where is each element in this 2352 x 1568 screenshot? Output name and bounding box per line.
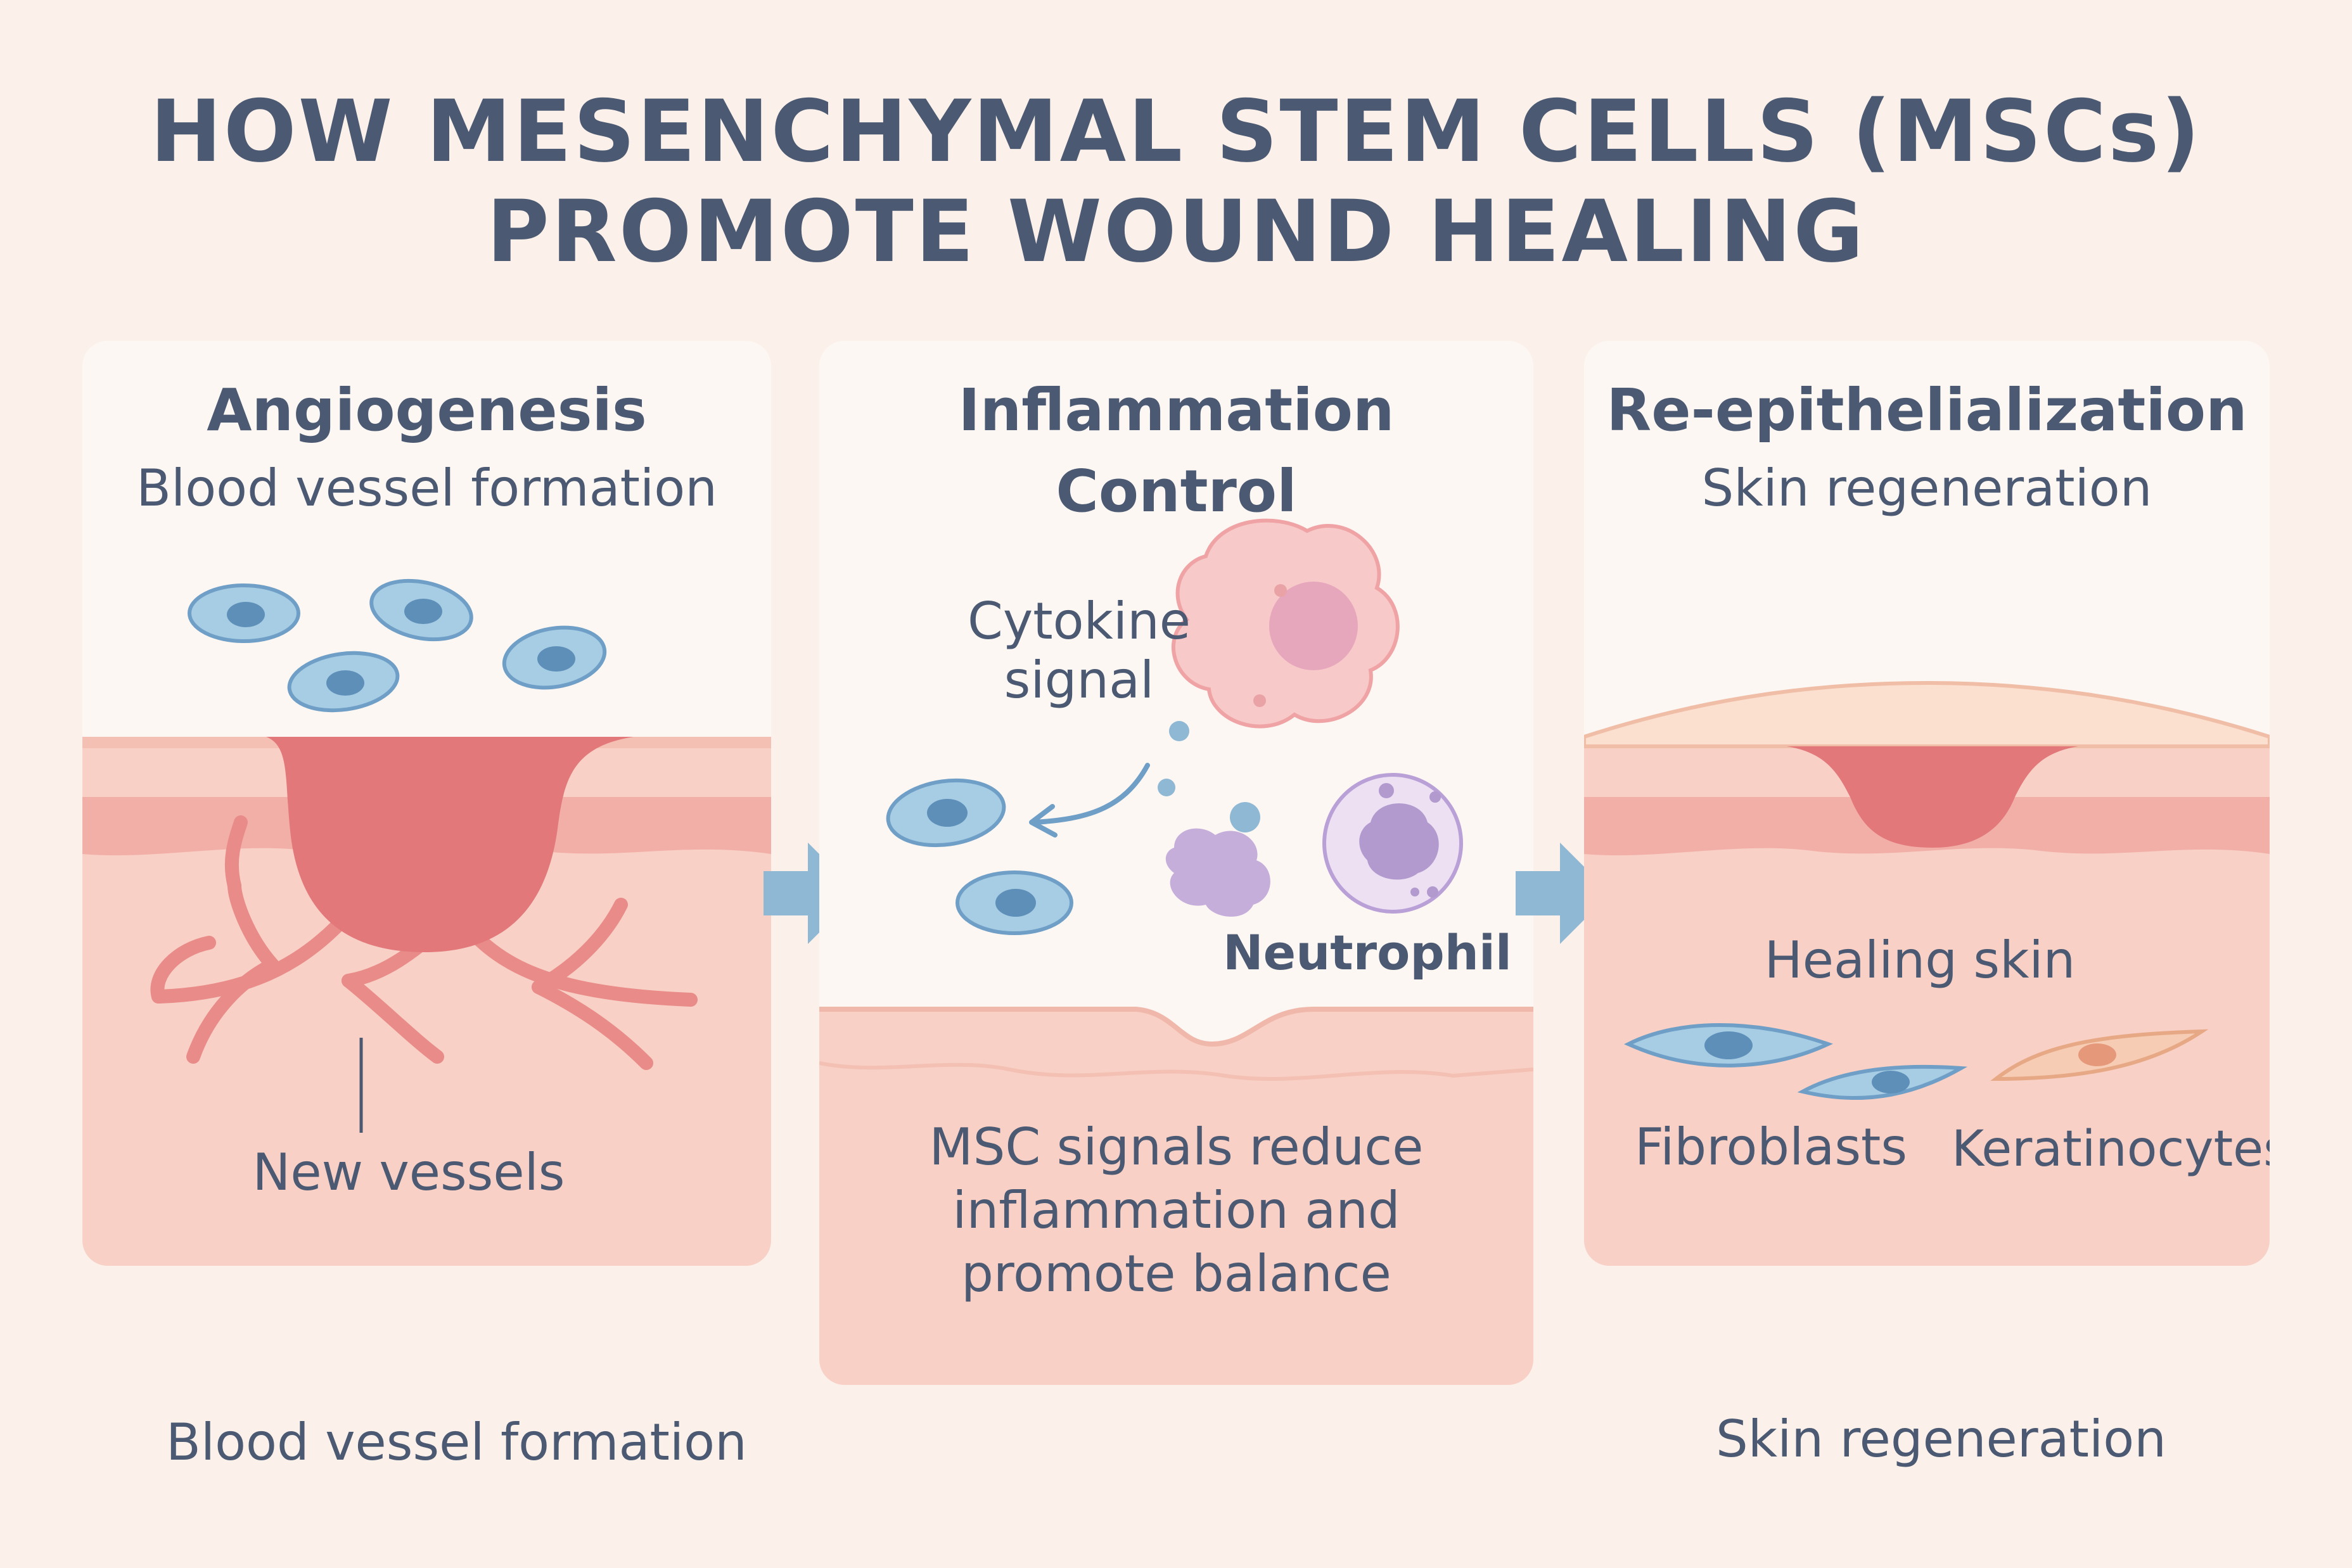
msc-cells: [886, 778, 1073, 935]
arrow-right-icon: [1516, 843, 1611, 944]
inflammation-heading-line2: Control: [1056, 457, 1297, 525]
angiogenesis-panel: Angiogenesis Blood vessel formation New …: [82, 341, 771, 1266]
page-title-line1: HOW MESENCHYMAL STEM CELLS (MSCs): [150, 82, 2202, 181]
cytokine-label-line1: Cytokine: [968, 592, 1191, 651]
keratinocyte-cell: [1990, 1029, 2209, 1081]
page-title-line2: PROMOTE WOUND HEALING: [486, 182, 1866, 281]
fibroblast-cells: [1624, 1023, 1968, 1100]
angiogenesis-illustration: [82, 578, 771, 1266]
healing-skin-label: Healing skin: [1764, 931, 2076, 990]
caption-skin-regeneration: Skin regeneration: [1716, 1410, 2166, 1469]
signal-arrow-icon: [1032, 763, 1150, 825]
re-epithelialization-illustration: [1584, 680, 2270, 1266]
neutrophil-cell: [1322, 773, 1463, 914]
angiogenesis-heading: Angiogenesis: [207, 376, 647, 444]
macrophage-cell: [1171, 518, 1400, 729]
cytokine-label-line2: signal: [1004, 651, 1154, 710]
inflammation-body-line3: promote balance: [961, 1244, 1391, 1303]
re-epithelialization-panel: Re-epithelialization Skin regeneration H…: [1584, 341, 2270, 1266]
inflammation-body-line1: MSC signals reduce: [929, 1118, 1424, 1176]
inflammation-heading-line1: Inflammation: [958, 376, 1395, 444]
caption-blood-vessel-formation: Blood vessel formation: [166, 1413, 747, 1472]
msc-cells: [188, 578, 607, 713]
keratinocytes-label: Keratinocytes: [1952, 1121, 2270, 1178]
inflammation-illustration: [819, 518, 1533, 1385]
new-vessels-label: New vessels: [252, 1143, 565, 1202]
arrow-right-icon: [764, 843, 859, 944]
inflammation-panel: Inflammation Control Cytokine signal Neu…: [819, 341, 1533, 1385]
angiogenesis-subtitle: Blood vessel formation: [136, 459, 717, 518]
neutrophil-label: Neutrophil: [1223, 924, 1512, 981]
inflammation-body-line2: inflammation and: [952, 1181, 1400, 1240]
re-epithelialization-heading: Re-epithelialization: [1606, 376, 2247, 444]
fibroblasts-label: Fibroblasts: [1635, 1118, 1908, 1176]
re-epithelialization-subtitle: Skin regeneration: [1701, 459, 2152, 518]
